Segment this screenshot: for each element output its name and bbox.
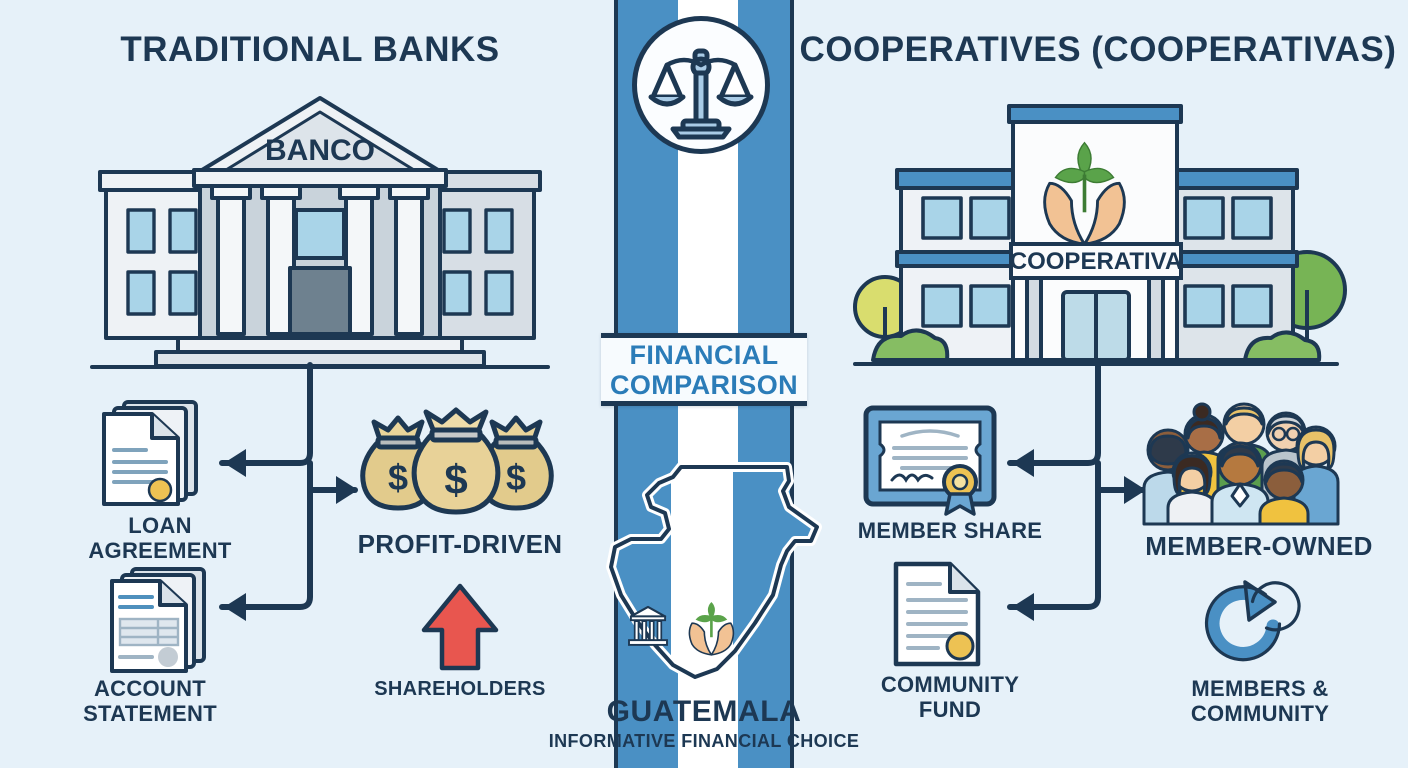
right-item-0-label: MEMBER SHARE [820,518,1080,543]
bank-building-icon [628,605,668,646]
right-connector-arrows [968,362,1228,655]
center-banner: FINANCIAL COMPARISON [601,333,807,406]
left-outcome-label: PROFIT-DRIVEN [357,529,563,559]
right-beneficiary-line1: MEMBERS & [1191,676,1329,701]
left-item-1-line1: ACCOUNT [93,676,207,701]
document-seal-icon [888,560,988,670]
bank-building-illustration: BANCO [82,90,558,380]
certificate-icon [862,404,998,516]
people-group-icon [1140,402,1340,528]
documents-icon-statement [104,565,220,677]
cooperative-building-illustration: COOPERATIVA [845,92,1347,380]
circular-arrow-icon [1197,580,1301,672]
banner-line-1: FINANCIAL [629,339,779,370]
right-item-0-line1: MEMBER SHARE [857,518,1043,543]
money-bags-icon: $ $ $ [358,407,562,520]
left-column-title: TRADITIONAL BANKS [120,30,500,69]
svg-text:$: $ [444,456,467,503]
country-caption: GUATEMALA INFORMATIVE FINANCIAL CHOICE [504,695,904,752]
right-item-1-label: COMMUNITY FUND [820,672,1080,722]
scales-of-justice-icon [632,16,770,154]
hands-plant-icon [688,602,735,656]
guatemala-map [585,455,823,695]
left-item-1-line2: STATEMENT [83,701,217,726]
hands-plant-icon [1043,141,1126,246]
country-subtitle: INFORMATIVE FINANCIAL CHOICE [548,731,860,751]
left-item-0-label: LOAN AGREEMENT [40,513,280,563]
right-beneficiary-label: MEMBERS & COMMUNITY [1120,676,1400,726]
right-item-1-line1: COMMUNITY [880,672,1020,697]
documents-icon-loan [96,398,212,510]
left-item-0-line2: AGREEMENT [88,538,232,563]
left-connector-arrows [180,362,440,655]
svg-text:$: $ [388,457,408,498]
bank-sign-text: BANCO [265,134,375,167]
banner-line-2: COMPARISON [609,369,798,400]
right-outcome-label: MEMBER-OWNED [1145,531,1373,561]
left-item-0-line1: LOAN [128,513,192,538]
svg-text:$: $ [506,457,526,498]
left-item-1-label: ACCOUNT STATEMENT [30,676,270,726]
right-item-1-line2: FUND [918,697,982,722]
left-beneficiary-label: SHAREHOLDERS [374,678,546,700]
right-column-title: COOPERATIVES (COOPERATIVAS) [799,30,1397,69]
country-name: GUATEMALA [606,695,802,728]
cooperative-sign-text: COOPERATIVA [1010,248,1182,275]
up-arrow-icon [418,582,502,672]
right-beneficiary-line2: COMMUNITY [1190,701,1330,726]
